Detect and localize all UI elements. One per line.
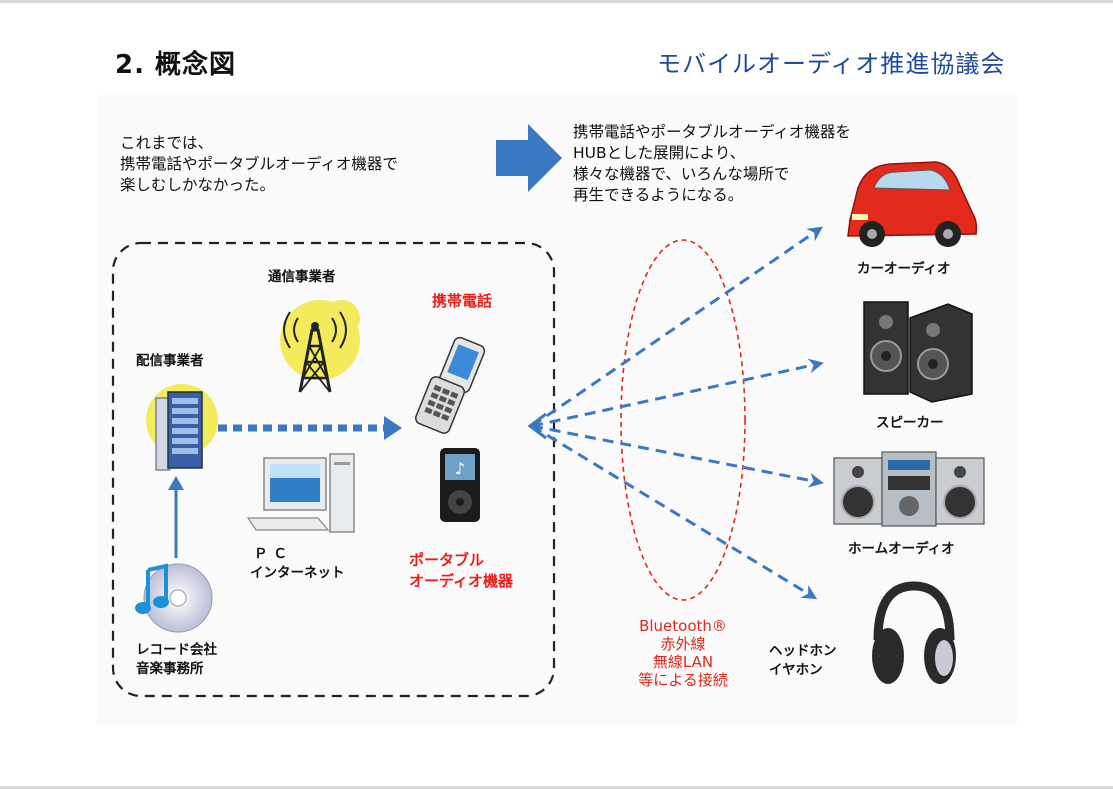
arrow-to-headphone [531,424,818,600]
wireless-label-line: 無線LAN [652,653,714,671]
record-label-line: レコード会社 [136,642,217,658]
portable-label-line: ポータブル [409,551,485,569]
home-audio-label: ホームオーディオ [848,541,955,557]
wireless-zone [620,239,746,601]
intro-before-line: 携帯電話やポータブルオーディオ機器で [120,155,398,173]
connection-arrows [531,226,824,600]
hub-arrowhead [527,412,547,440]
transition-arrow [496,124,562,192]
server-icon [146,384,218,471]
tower-icon [280,300,360,393]
intro-before-line: これまでは、 [120,134,214,152]
portable-label: ポータブル オーディオ機器 [409,550,513,592]
cd-icon [135,563,213,633]
pc-label-line: ＰＣ [254,546,293,562]
top-rule [0,0,1113,3]
car-icon [847,161,978,247]
wireless-label-line: 赤外線 [660,635,706,653]
home-audio-icon [833,451,985,527]
wireless-label-line: 等による接続 [638,671,728,689]
source-region [111,241,556,698]
headphone-label-line: イヤホン [769,662,823,678]
arrow-to-home [531,424,824,488]
record-label-line: 音楽事務所 [136,661,204,677]
intro-after: 携帯電話やポータブルオーディオ機器を HUBとした展開により、 様々な機器で、い… [573,122,851,206]
phone-label: 携帯電話 [432,292,493,310]
intro-after-line: 様々な機器で、いろんな場所で [573,165,790,183]
intro-after-line: 携帯電話やポータブルオーディオ機器を [573,123,851,141]
headphone-label-line: ヘッドホン [769,643,837,659]
arrow-to-car [531,226,823,428]
bottom-rule [0,786,1113,789]
pc-icon [246,453,355,533]
record-label: レコード会社 音楽事務所 [136,641,217,679]
intro-after-line: 再生できるようになる。 [573,186,744,204]
slide-title: 2. 概念図 [115,50,237,80]
pc-label: ＰＣ インターネット [250,545,345,583]
organization-name: モバイルオーディオ推進協議会 [657,50,1006,78]
arrow-to-speaker [531,358,824,428]
wireless-label: Bluetooth® 赤外線 無線LAN 等による接続 [618,617,748,689]
intro-after-line: HUBとした展開により、 [573,144,746,162]
portable-label-line: オーディオ機器 [409,572,513,590]
svg-text:♪: ♪ [455,459,465,478]
car-audio-label: カーオーディオ [857,261,951,277]
speaker-label: スピーカー [876,415,944,431]
distributor-label: 配信事業者 [136,353,204,369]
phone-icon [415,336,486,434]
headphone-icon [872,581,956,684]
intro-before: これまでは、 携帯電話やポータブルオーディオ機器で 楽しむしかなかった。 [120,133,398,196]
wireless-label-line: Bluetooth® [639,617,727,635]
carrier-label: 通信事業者 [268,269,336,285]
headphone-label: ヘッドホン イヤホン [769,642,837,680]
portable-player-icon: ♪ [440,448,480,522]
speaker-icon [863,301,973,403]
pc-label-line: インターネット [250,565,345,581]
intro-before-line: 楽しむしかなかった。 [120,176,276,194]
